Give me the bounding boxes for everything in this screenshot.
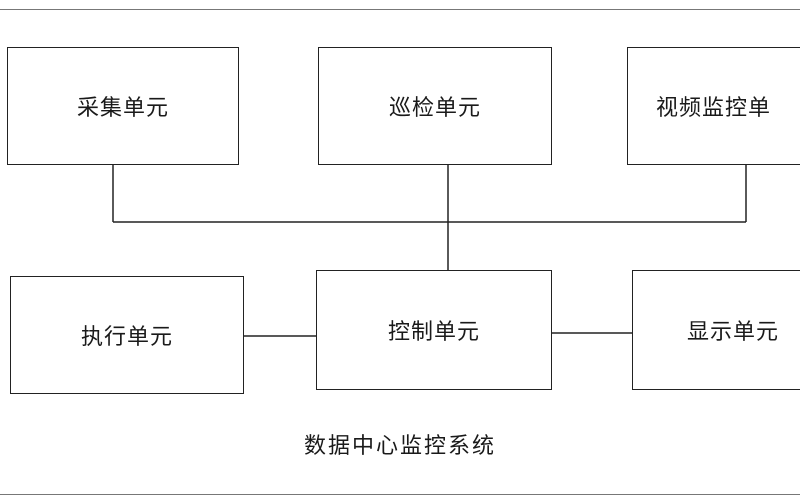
control-unit-box: 控制单元: [316, 270, 552, 390]
execution-unit-label: 执行单元: [80, 325, 173, 350]
inspection-unit-label: 巡检单元: [388, 96, 481, 121]
control-unit-label: 控制单元: [387, 320, 480, 345]
inspection-unit-box: 巡检单元: [318, 47, 552, 165]
diagram-caption: 数据中心监控系统: [303, 434, 496, 459]
acquisition-unit-label: 采集单元: [76, 96, 169, 121]
display-unit-box: 显示单元: [632, 270, 800, 390]
diagram-frame: [0, 9, 800, 495]
video-monitoring-unit-box: 视频监控单: [627, 47, 800, 165]
acquisition-unit-box: 采集单元: [7, 47, 239, 165]
video-monitoring-unit-label: 视频监控单: [656, 96, 772, 121]
execution-unit-box: 执行单元: [10, 276, 244, 394]
display-unit-label: 显示单元: [687, 320, 780, 345]
